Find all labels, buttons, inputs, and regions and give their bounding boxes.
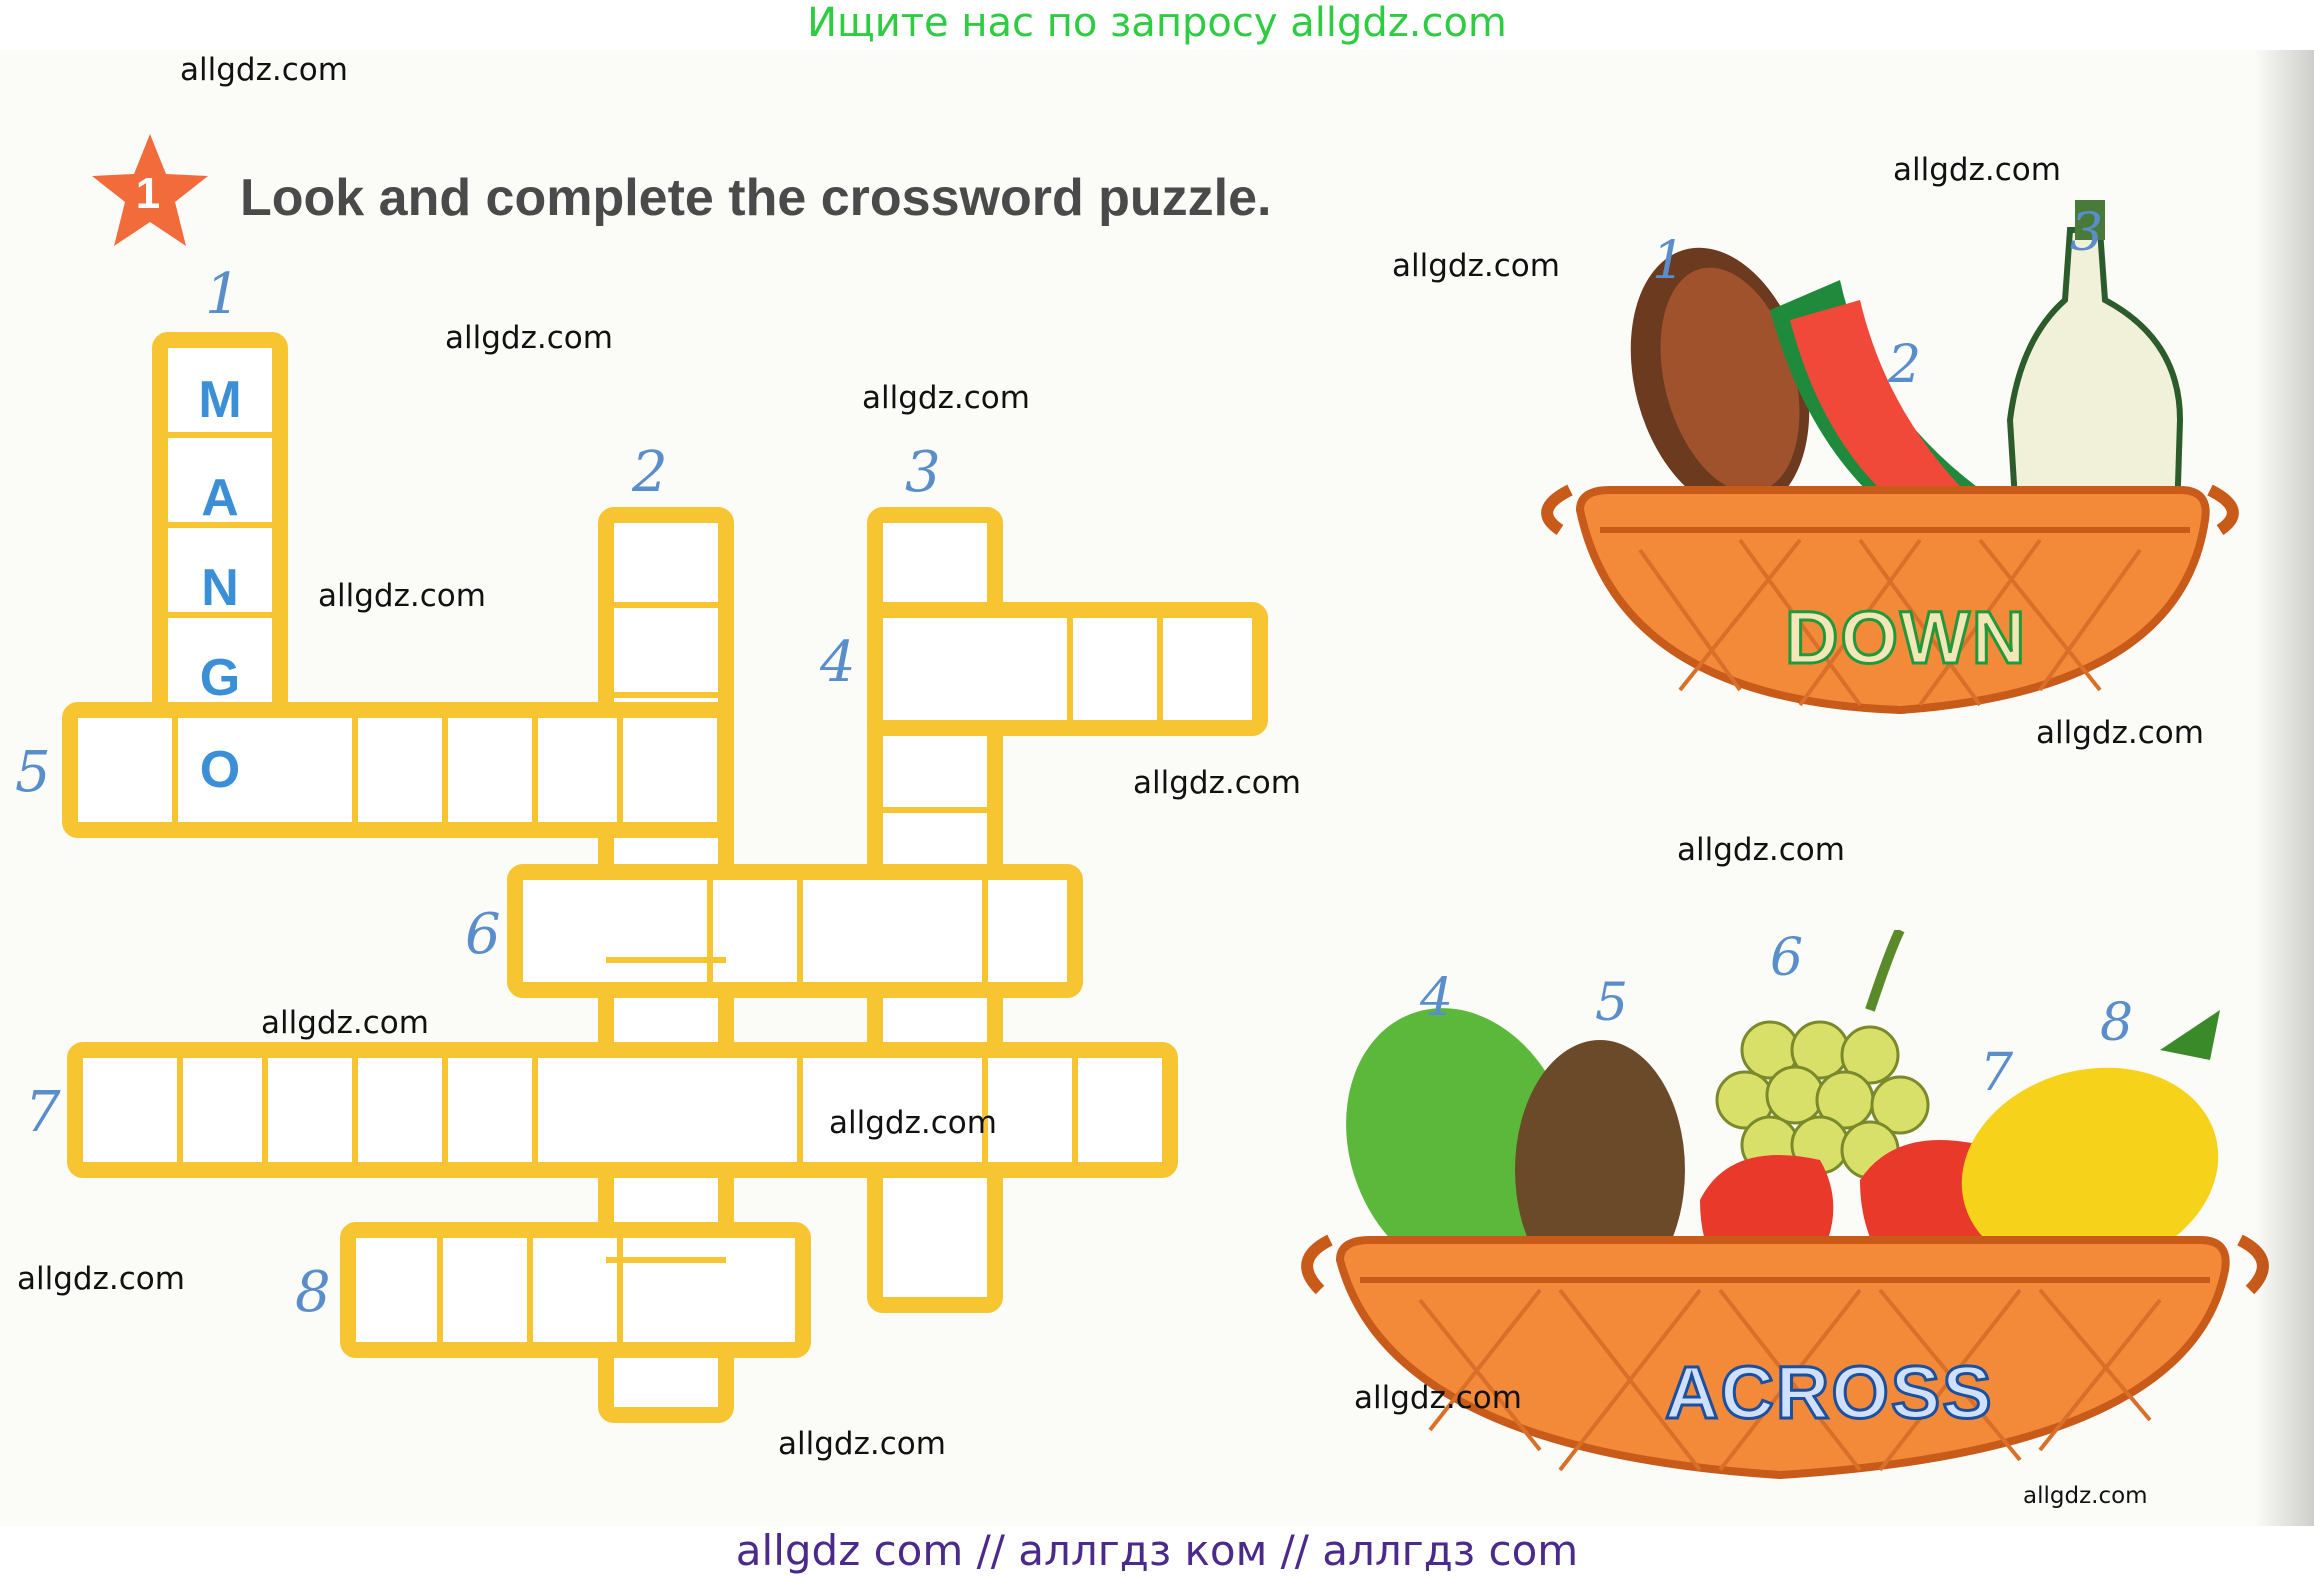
clue-number-6: 6 bbox=[465, 902, 501, 967]
down-number: 1 bbox=[1652, 231, 1685, 291]
clue-number-2: 2 bbox=[632, 440, 668, 505]
watermark: allgdz.com bbox=[1133, 765, 1301, 801]
watermark: allgdz.com bbox=[318, 578, 486, 614]
clue-number-7: 7 bbox=[25, 1080, 61, 1145]
down-basket-image: 1 2 3 bbox=[1541, 200, 2239, 715]
answer-letter: M bbox=[198, 371, 242, 429]
watermark: allgdz.com bbox=[180, 52, 348, 88]
watermark: allgdz.com bbox=[17, 1261, 185, 1297]
across-number: 7 bbox=[1980, 1043, 2014, 1103]
top-banner: Ищите нас по запросу allgdz.com bbox=[807, 0, 1507, 46]
across-number: 8 bbox=[2100, 993, 2133, 1053]
across-basket-image: 4 5 6 7 8 bbox=[1301, 930, 2269, 1480]
clue-number-3: 3 bbox=[905, 440, 941, 505]
clue-number-4: 4 bbox=[820, 630, 856, 695]
down-label: DOWN bbox=[1783, 595, 2028, 681]
down-number: 2 bbox=[1887, 335, 1921, 395]
bottom-banner: allgdz com // аллгдз ком // аллгдз com bbox=[0, 1526, 2314, 1576]
across-label: ACROSS bbox=[1664, 1350, 1994, 1436]
answer-letter: G bbox=[199, 649, 241, 707]
clue-number-1: 1 bbox=[205, 262, 241, 327]
task-number-star-icon: 1 bbox=[92, 134, 208, 246]
watermark: allgdz.com bbox=[1677, 832, 1845, 868]
watermark: allgdz.com bbox=[261, 1005, 429, 1041]
task-number: 1 bbox=[136, 169, 160, 218]
across-number: 4 bbox=[1419, 968, 1453, 1028]
watermark: allgdz.com bbox=[1893, 152, 2061, 188]
across-number: 6 bbox=[1770, 930, 1803, 988]
clue-number-5: 5 bbox=[15, 740, 51, 805]
watermark: allgdz.com bbox=[1392, 248, 1560, 284]
watermark: allgdz.com bbox=[2023, 1483, 2148, 1509]
watermark: allgdz.com bbox=[829, 1105, 997, 1141]
watermark: allgdz.com bbox=[1354, 1380, 1522, 1416]
watermark: allgdz.com bbox=[2036, 715, 2204, 751]
page-edge-shadow bbox=[2254, 50, 2314, 1526]
workbook-page: 1 Look and complete the crossword puzzle… bbox=[0, 50, 2314, 1526]
answer-letter: N bbox=[201, 559, 239, 617]
crossword-grid bbox=[62, 332, 1268, 1423]
watermark: allgdz.com bbox=[862, 380, 1030, 416]
answer-letter: O bbox=[199, 741, 241, 799]
answer-letter: A bbox=[201, 469, 239, 527]
across-number: 5 bbox=[1595, 973, 1628, 1033]
clue-number-8: 8 bbox=[295, 1260, 331, 1325]
watermark: allgdz.com bbox=[445, 320, 613, 356]
watermark: allgdz.com bbox=[778, 1426, 946, 1462]
task-title: Look and complete the crossword puzzle. bbox=[240, 169, 1272, 227]
down-number: 3 bbox=[2070, 203, 2103, 263]
